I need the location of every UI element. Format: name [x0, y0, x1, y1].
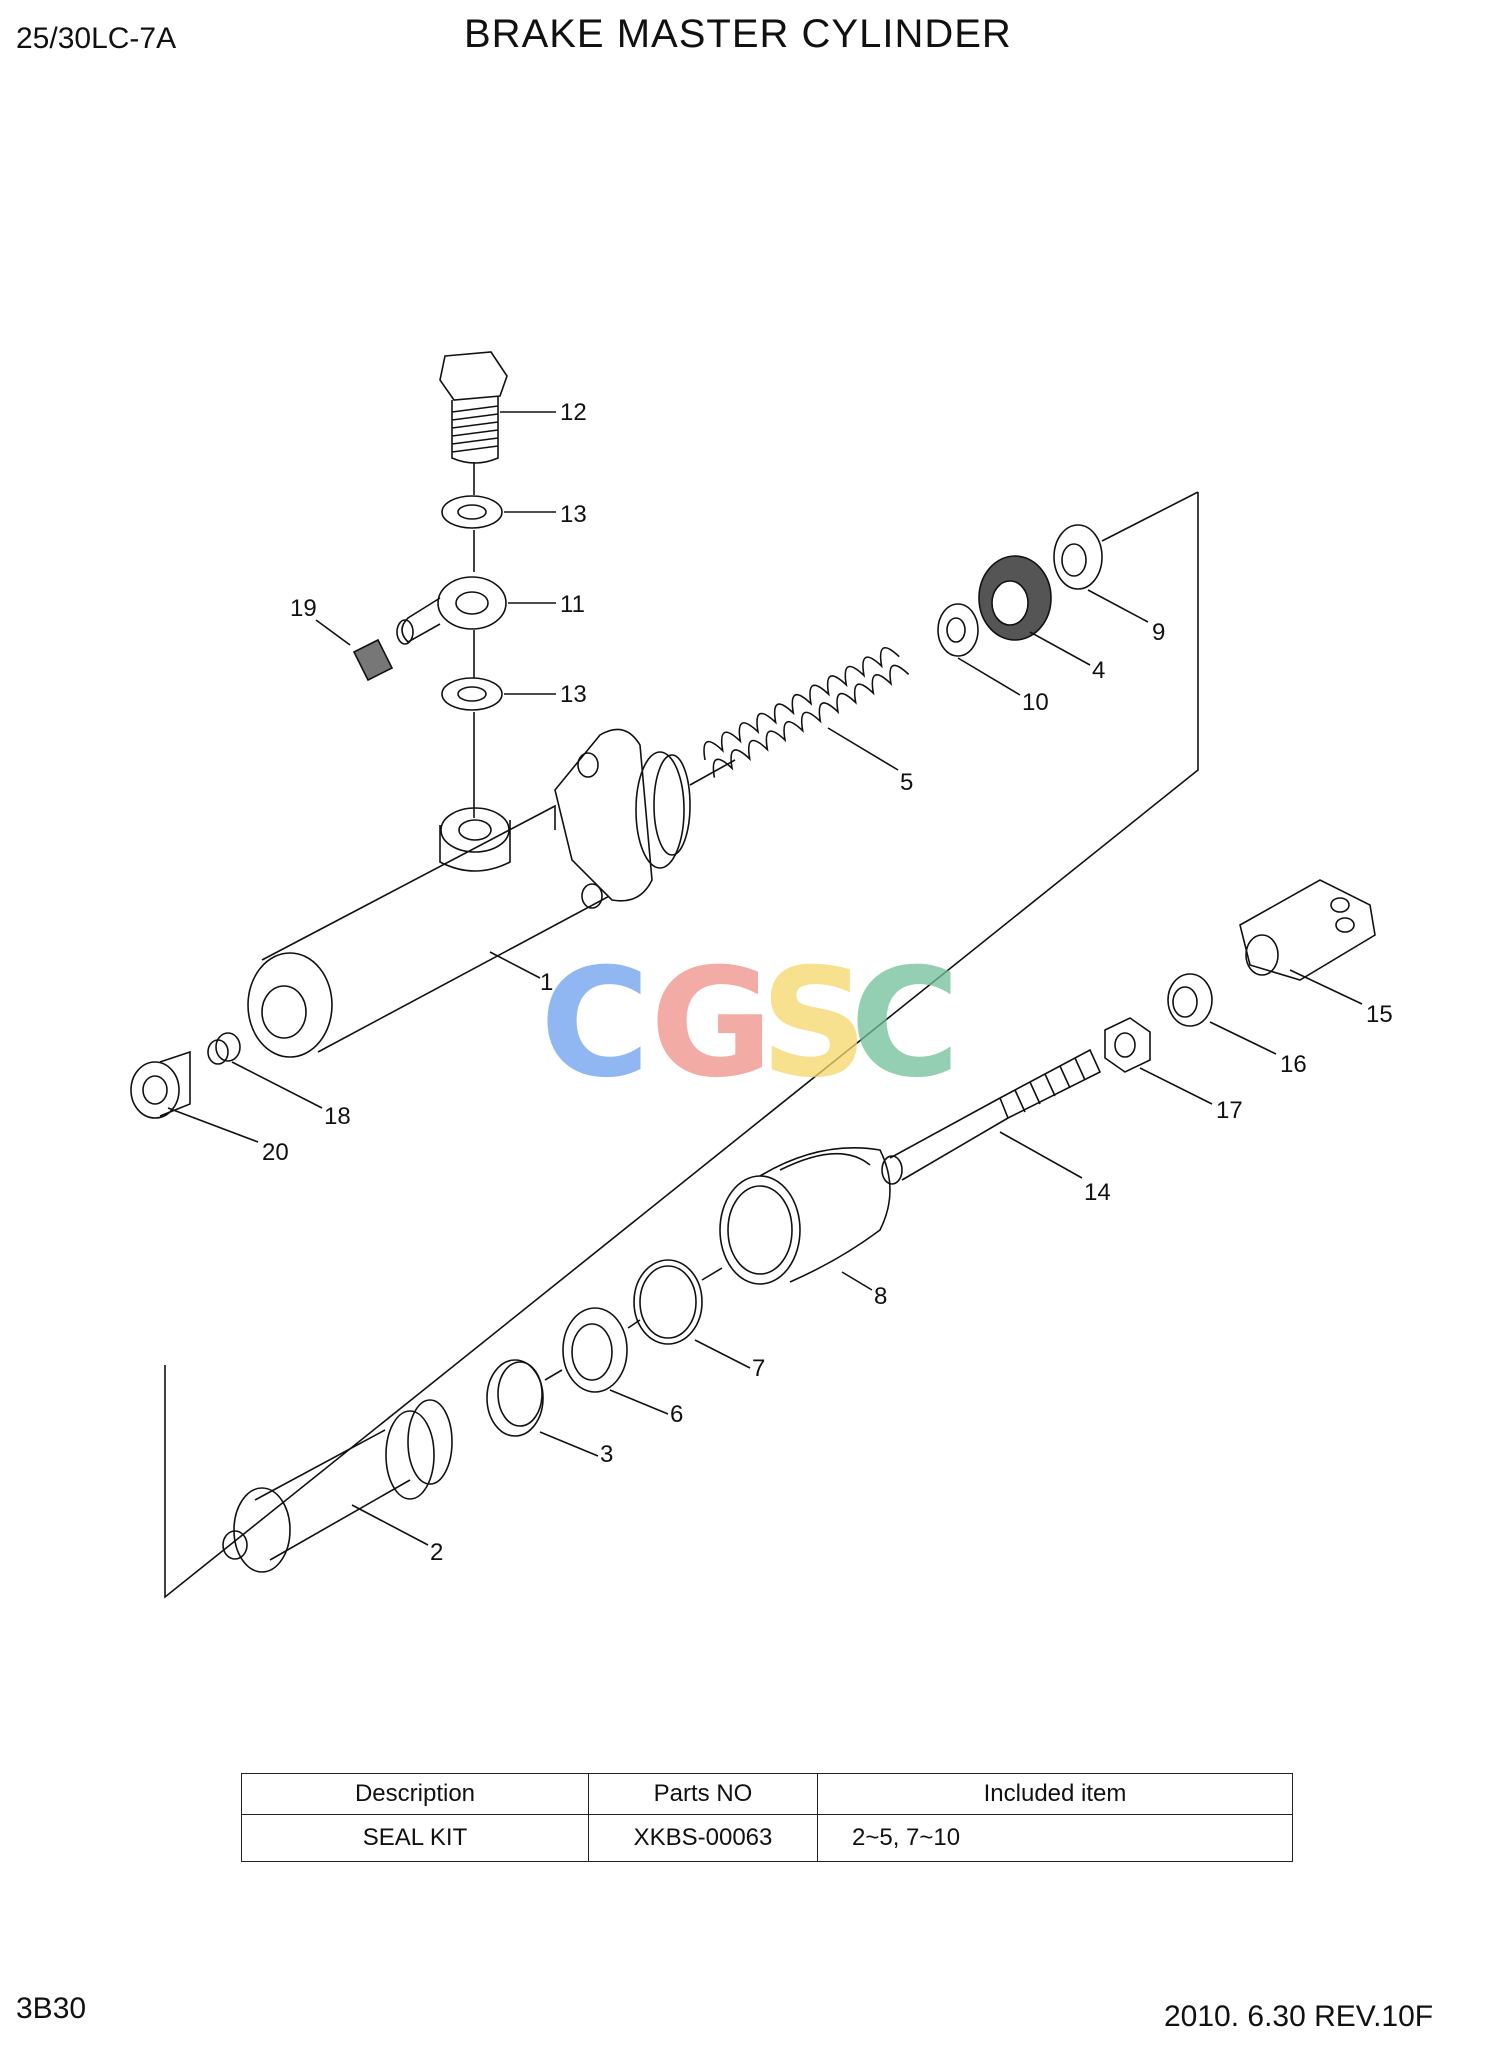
page-code: 3B30 [16, 1992, 87, 2025]
callout-1: 1 [540, 969, 553, 996]
callout-6: 6 [670, 1401, 683, 1428]
callout-3: 3 [600, 1441, 613, 1468]
callout-8: 8 [874, 1283, 887, 1310]
table-row: SEAL KIT XKBS-00063 2~5, 7~10 [241, 1814, 1293, 1862]
callout-15: 15 [1366, 1001, 1393, 1028]
svg-text:G: G [650, 937, 773, 1111]
assembly-outline [164, 492, 1199, 1599]
part-1-cylinder [247, 728, 736, 1058]
model-code: 25/30LC-7A [16, 22, 177, 55]
seal-kit-table: Description Parts NO Included item SEAL … [241, 1773, 1293, 1862]
callout-13a: 13 [560, 501, 587, 528]
col-header-included-item: Included item [817, 1773, 1293, 1815]
callout-12: 12 [560, 399, 587, 426]
callout-11: 11 [560, 591, 585, 618]
callout-10: 10 [1022, 689, 1049, 716]
callout-9: 9 [1152, 619, 1165, 646]
part-2-piston [222, 1399, 453, 1573]
svg-text:C: C [540, 937, 650, 1111]
col-header-description: Description [241, 1773, 589, 1815]
col-header-parts-no: Parts NO [588, 1773, 818, 1815]
callout-4: 4 [1092, 657, 1105, 684]
part-8-boot [719, 1147, 891, 1285]
callout-5: 5 [900, 769, 913, 796]
part-12-bolt [439, 351, 508, 495]
callout-14: 14 [1084, 1179, 1111, 1206]
part-14-pushrod [881, 1048, 1102, 1185]
callout-7: 7 [752, 1355, 765, 1382]
callout-13b: 13 [560, 681, 587, 708]
watermark-logo: C G S C [540, 937, 960, 1111]
cell-description: SEAL KIT [241, 1814, 589, 1862]
callout-19: 19 [290, 595, 317, 622]
callout-20: 20 [262, 1139, 289, 1166]
part-5-spring [703, 647, 910, 778]
table-header-row: Description Parts NO Included item [241, 1773, 1293, 1815]
callout-16: 16 [1280, 1051, 1307, 1078]
page-title: BRAKE MASTER CYLINDER [464, 12, 1012, 56]
cell-included-item: 2~5, 7~10 [817, 1814, 1293, 1862]
cell-parts-no: XKBS-00063 [588, 1814, 818, 1862]
callout-18: 18 [324, 1103, 351, 1130]
revision-date: 2010. 6.30 REV.10F [1164, 2000, 1434, 2033]
svg-text:S: S [760, 937, 868, 1111]
callout-17: 17 [1216, 1097, 1243, 1124]
callout-2: 2 [430, 1539, 443, 1566]
svg-text:C: C [850, 937, 960, 1111]
